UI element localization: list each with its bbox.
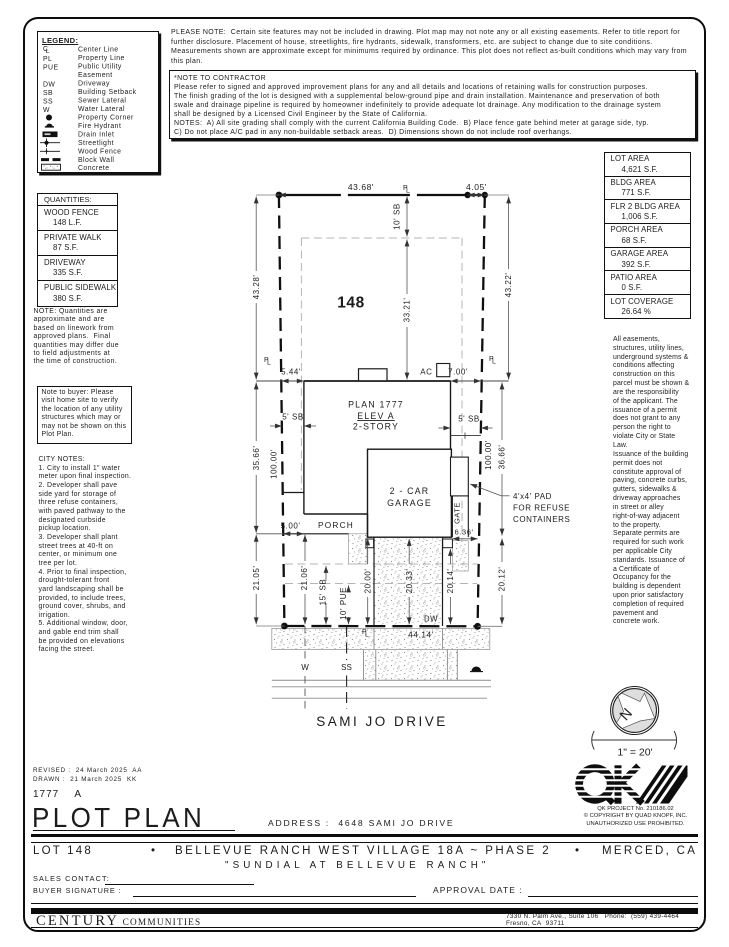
svg-text:21.06': 21.06' <box>300 566 309 591</box>
svg-text:W: W <box>43 107 50 114</box>
svg-text:2-STORY: 2-STORY <box>353 422 399 432</box>
svg-text:Streetlight: Streetlight <box>78 140 114 147</box>
svg-text:5' SB: 5' SB <box>458 415 480 424</box>
svg-text:DW: DW <box>43 82 55 89</box>
svg-text:L: L <box>406 188 410 195</box>
svg-text:L: L <box>46 48 50 55</box>
svg-text:33.21': 33.21' <box>403 298 412 323</box>
svg-text:44.14': 44.14' <box>408 630 434 640</box>
svg-text:Public Utility: Public Utility <box>78 64 122 71</box>
svg-text:6.36': 6.36' <box>455 528 474 537</box>
svg-text:4.05': 4.05' <box>466 182 487 192</box>
svg-text:21.05': 21.05' <box>252 566 261 591</box>
svg-text:GARAGE: GARAGE <box>387 498 432 508</box>
svg-text:Drain Inlet: Drain Inlet <box>78 132 114 139</box>
svg-text:P: P <box>403 185 408 192</box>
svg-text:7.00': 7.00' <box>448 368 468 377</box>
svg-text:SS: SS <box>43 99 53 106</box>
svg-text:15' SB: 15' SB <box>319 579 328 606</box>
svg-text:L: L <box>365 632 369 639</box>
svg-text:L: L <box>267 360 271 367</box>
svg-text:Building Setback: Building Setback <box>78 89 137 96</box>
svg-text:5' SB: 5' SB <box>282 413 304 422</box>
svg-text:PUE: PUE <box>43 65 59 72</box>
svg-text:Property Line: Property Line <box>78 55 125 62</box>
svg-text:100.00': 100.00' <box>270 449 279 479</box>
svg-text:20.14': 20.14' <box>446 569 455 594</box>
svg-text:1" = 20': 1" = 20' <box>617 747 652 759</box>
svg-text:20.00': 20.00' <box>363 569 372 594</box>
svg-text:20.12': 20.12' <box>498 567 507 592</box>
svg-text:100.00': 100.00' <box>484 440 493 470</box>
svg-text:AC: AC <box>420 368 432 377</box>
svg-text:L: L <box>492 359 496 366</box>
svg-text:SAMI JO DRIVE: SAMI JO DRIVE <box>316 714 448 729</box>
svg-text:4'x4' PAD: 4'x4' PAD <box>513 492 552 501</box>
svg-text:10' PUE: 10' PUE <box>339 587 348 620</box>
svg-text:ELEV A: ELEV A <box>357 411 395 421</box>
svg-text:Water Lateral: Water Lateral <box>78 106 125 113</box>
svg-text:FOR REFUSE: FOR REFUSE <box>513 503 570 512</box>
svg-text:43.22': 43.22' <box>504 273 513 298</box>
svg-text:SB: SB <box>43 90 53 97</box>
svg-text:2 - CAR: 2 - CAR <box>390 486 430 496</box>
svg-text:35.66': 35.66' <box>252 446 261 471</box>
svg-text:5.00': 5.00' <box>281 522 301 531</box>
svg-text:W: W <box>301 663 309 672</box>
svg-text:148: 148 <box>337 295 365 312</box>
svg-text:C: C <box>43 46 48 53</box>
svg-text:SS: SS <box>341 663 352 672</box>
svg-text:Property Corner: Property Corner <box>78 115 134 122</box>
svg-text:5.44': 5.44' <box>281 368 301 377</box>
svg-text:Easement: Easement <box>78 72 113 79</box>
svg-text:P: P <box>362 629 367 636</box>
svg-text:PLAN 1777: PLAN 1777 <box>348 400 404 410</box>
svg-text:20.33': 20.33' <box>405 569 414 594</box>
svg-text:P: P <box>489 356 494 363</box>
svg-text:CONTAINERS: CONTAINERS <box>513 515 570 524</box>
svg-text:43.68': 43.68' <box>348 182 374 192</box>
svg-text:Driveway: Driveway <box>78 81 110 88</box>
svg-text:36.66': 36.66' <box>498 445 507 470</box>
svg-text:P: P <box>264 357 269 364</box>
svg-text:GATE: GATE <box>453 502 462 524</box>
svg-text:Block Wall: Block Wall <box>78 157 114 164</box>
svg-text:Sewer Lateral: Sewer Lateral <box>78 98 126 105</box>
svg-text:10' SB: 10' SB <box>393 203 402 230</box>
svg-text:Wood Fence: Wood Fence <box>78 149 121 156</box>
svg-text:PL: PL <box>43 56 52 63</box>
svg-text:Fire Hydrant: Fire Hydrant <box>78 123 121 130</box>
svg-text:Concrete: Concrete <box>78 165 110 171</box>
svg-text:Center Line: Center Line <box>78 47 119 54</box>
svg-text:43.28': 43.28' <box>252 275 261 300</box>
svg-text:DW: DW <box>424 615 438 624</box>
svg-text:PORCH: PORCH <box>318 520 354 530</box>
